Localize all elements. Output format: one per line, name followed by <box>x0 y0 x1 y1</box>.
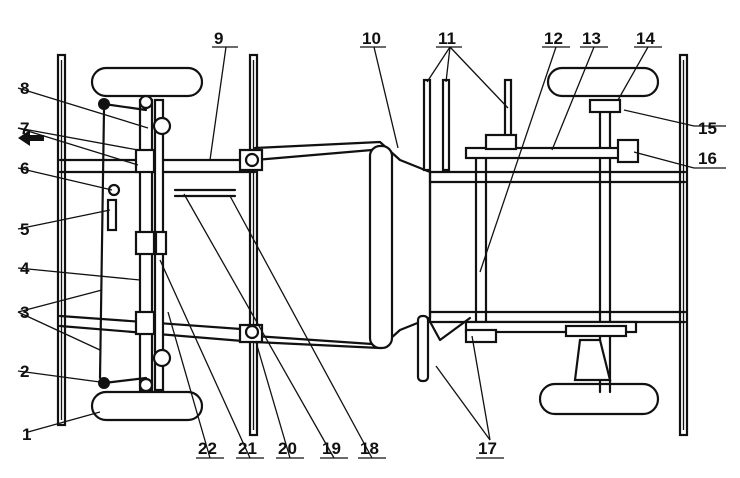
label-14: 14 <box>636 29 655 48</box>
label-1: 1 <box>22 425 31 444</box>
callout-labels: 1 2 3 4 5 6 7 8 9 10 11 12 13 14 15 16 1… <box>20 29 717 458</box>
label-17: 17 <box>478 439 497 458</box>
frame-joints <box>238 148 264 344</box>
label-7: 7 <box>20 119 29 138</box>
label-5: 5 <box>20 220 29 239</box>
leader-lines <box>17 46 726 459</box>
label-16: 16 <box>698 149 717 168</box>
direction-arrow-icon <box>18 130 44 146</box>
label-9: 9 <box>214 29 223 48</box>
label-12: 12 <box>544 29 563 48</box>
label-4: 4 <box>20 259 30 278</box>
label-6: 6 <box>20 159 29 178</box>
label-13: 13 <box>582 29 601 48</box>
label-15: 15 <box>698 119 717 138</box>
rear-wheels <box>538 66 660 416</box>
label-2: 2 <box>20 362 29 381</box>
front-axle-assembly <box>98 94 237 393</box>
label-22: 22 <box>198 439 217 458</box>
label-19: 19 <box>322 439 341 458</box>
label-18: 18 <box>360 439 379 458</box>
label-10: 10 <box>362 29 381 48</box>
rear-rods <box>422 78 640 382</box>
rear-support-legs <box>416 314 498 383</box>
label-8: 8 <box>20 79 29 98</box>
label-11: 11 <box>438 29 456 48</box>
label-3: 3 <box>20 303 29 322</box>
stand-posts <box>56 53 689 437</box>
label-20: 20 <box>278 439 297 458</box>
label-21: 21 <box>238 439 257 458</box>
